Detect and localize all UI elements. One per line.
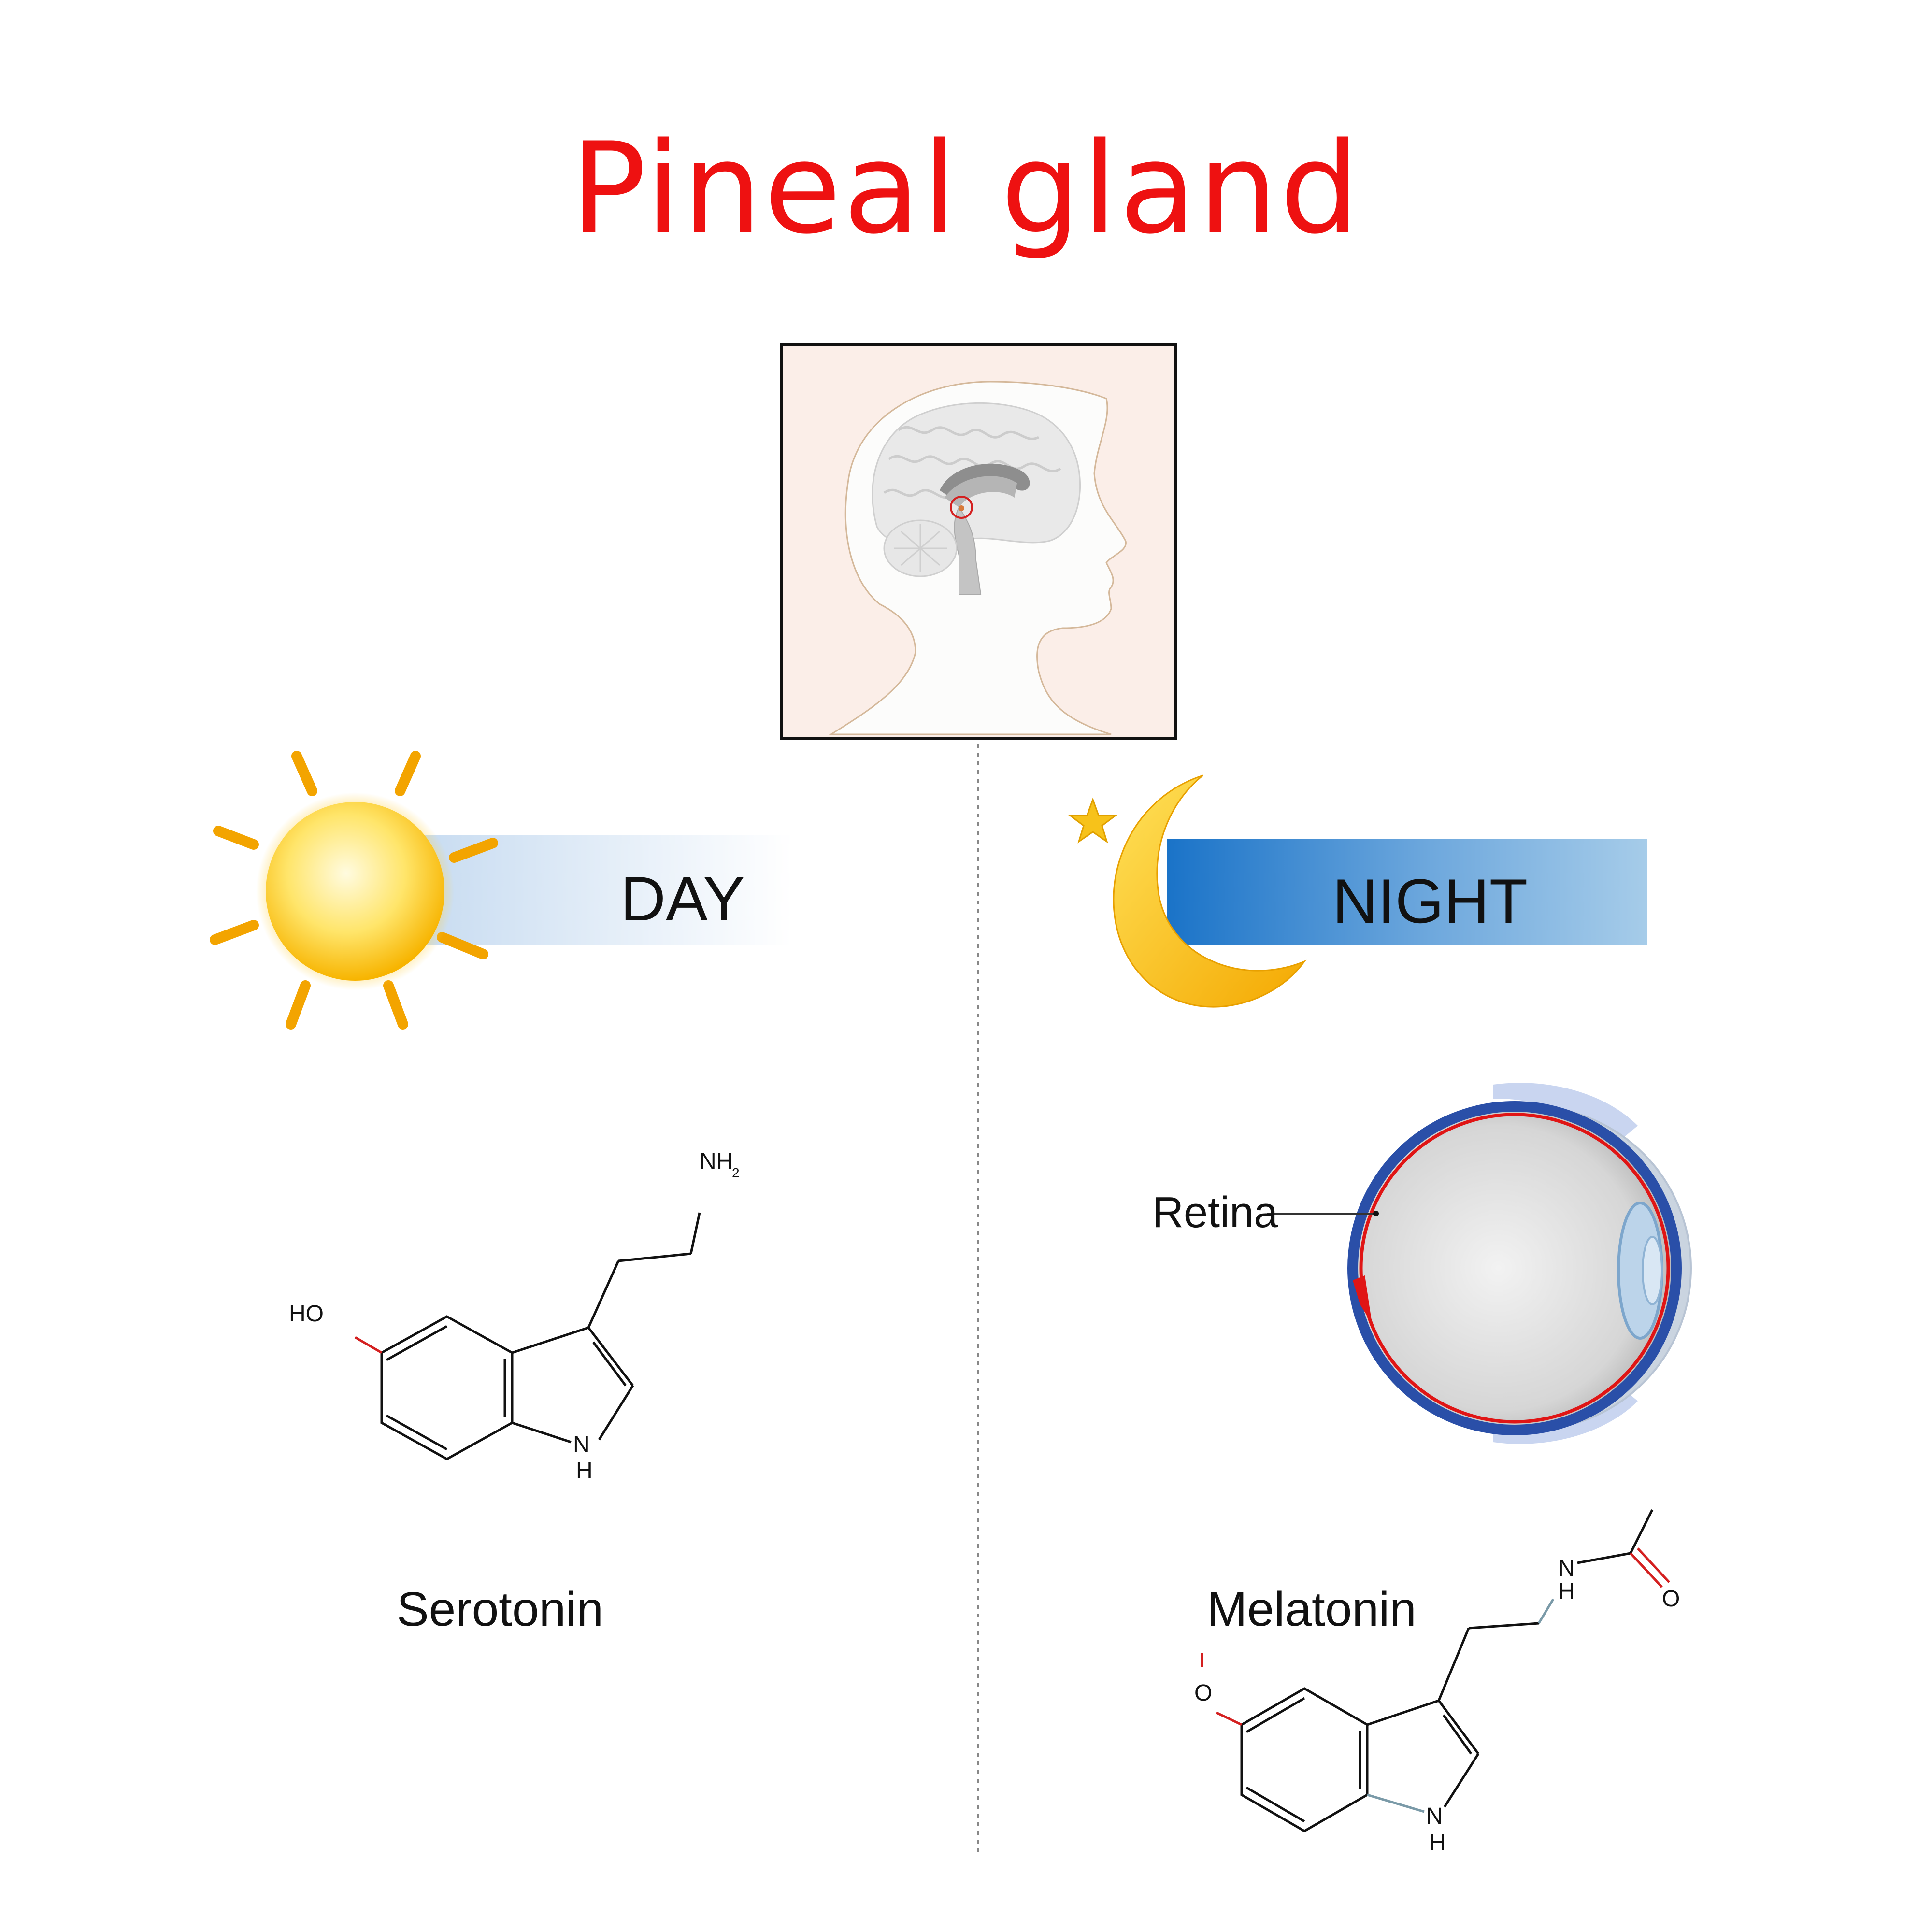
moon-icon [1113,774,1647,1008]
eye-illustration [1267,1083,1692,1444]
melatonin-o-methoxy-label: O [1194,1680,1212,1706]
melatonin-structure [1201,1509,1670,1832]
sun-icon [210,751,792,1030]
page-title: Pineal gland [571,116,1361,262]
melatonin-n-amide-label: N [1558,1556,1575,1581]
star-icon [1068,797,1118,844]
serotonin-ho-label: HO [289,1301,324,1327]
head-illustration [780,343,1177,740]
serotonin-nh2-label: NH [700,1149,733,1174]
melatonin-h-ring-label: H [1429,1830,1446,1856]
melatonin-o-carbonyl-label: O [1662,1586,1680,1612]
melatonin-name: Melatonin [1207,1582,1417,1636]
serotonin-structure [354,1212,701,1460]
serotonin-h-label: H [576,1458,593,1484]
retina-label: Retina [1152,1188,1278,1237]
day-label: DAY [620,863,745,934]
night-label: NIGHT [1332,866,1528,936]
serotonin-nh2-subscript: 2 [732,1165,740,1180]
serotonin-n-label: N [573,1432,590,1458]
melatonin-n-ring-label: N [1426,1803,1443,1829]
melatonin-h-amide-label: H [1558,1579,1575,1604]
serotonin-name: Serotonin [397,1582,603,1636]
